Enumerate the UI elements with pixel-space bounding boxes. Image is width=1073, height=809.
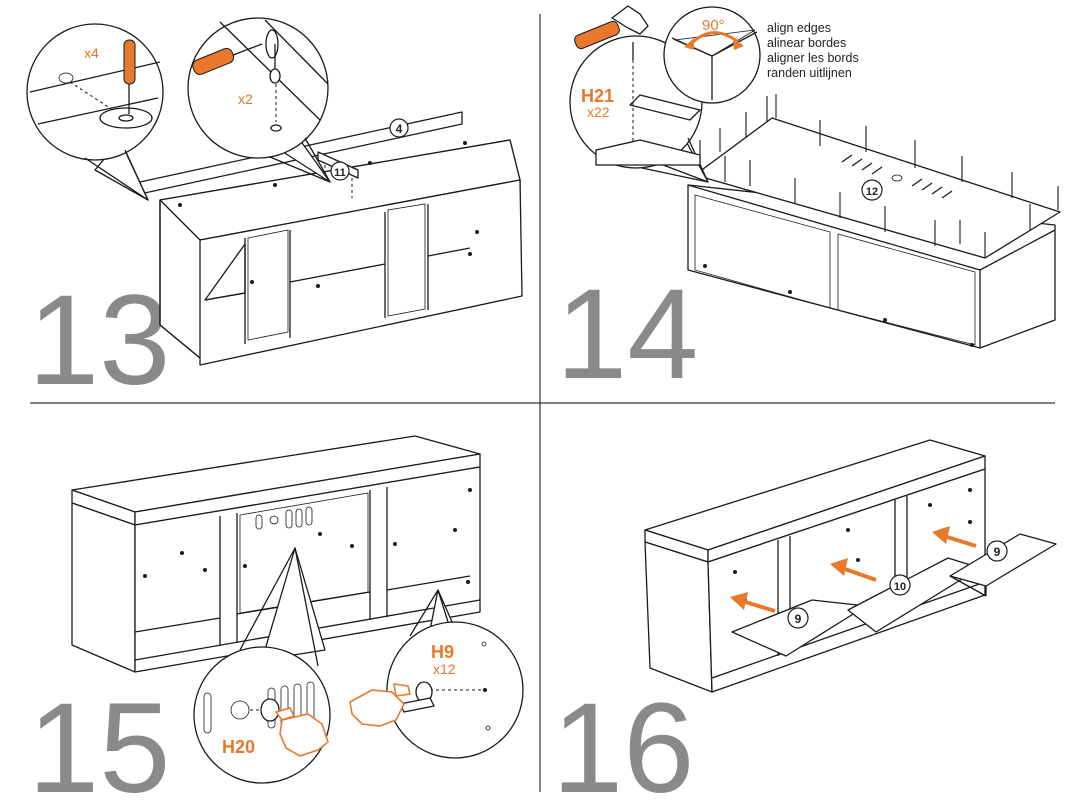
screwdriver-icon [123,39,136,114]
step-13-panel: 13 [26,17,523,412]
svg-text:9: 9 [994,545,1001,559]
part-label-9-right: 9 [986,540,1008,562]
part-label-10: 10 [889,574,911,596]
note-align-edges-nl: randen uitlijnen [767,66,852,80]
hand-icon [274,707,329,757]
angle-label: 90° [702,17,725,34]
step-13-callout-screws: x4 [26,23,164,201]
hardware-qty-x22: x22 [587,104,610,120]
step-14-panel: 14 [556,5,1061,406]
note-align-edges-en: align edges [767,21,831,35]
part-label-12: 12 [861,179,883,201]
arrow-icon [830,558,877,582]
step-15-cabinet [71,435,481,673]
step-13-number: 13 [28,269,170,412]
step-15-callout-h9: H9 x12 [349,589,524,759]
arrow-icon [730,592,776,613]
svg-text:11: 11 [334,167,346,179]
part-label-11: 11 [330,161,350,181]
svg-text:9: 9 [795,612,802,626]
step-13-callout-cams: x2 [187,17,331,183]
callout-qty-x2: x2 [238,91,253,107]
svg-text:4: 4 [396,122,403,136]
note-align-edges-fr: aligner les bords [767,51,859,65]
step-15-number: 15 [28,677,170,809]
hand-icon [349,683,411,727]
part-label-4: 4 [389,118,409,138]
step-14-cabinet [687,94,1061,349]
nails [699,94,1059,258]
step-13-cabinet [139,111,523,366]
hardware-qty-x12: x12 [433,661,456,677]
note-align-edges-es: alinear bordes [767,36,846,50]
svg-text:10: 10 [894,581,906,593]
svg-text:12: 12 [866,186,878,198]
step-15-panel: 15 [28,435,524,809]
arrow-icon [932,526,977,548]
part-label-9-left: 9 [787,607,809,629]
step-15-callout-h20: H20 [193,547,331,784]
back-panel-slots [841,154,953,199]
hinge-markers-15 [143,488,472,584]
callout-qty-x4: x4 [84,45,99,61]
step-16-panel: 16 [552,439,1057,809]
hardware-code-h9: H9 [431,642,454,662]
back-panel-slots-15 [255,506,313,530]
hardware-code-h20: H20 [222,737,255,757]
step-14-callout-angle: 90° [663,6,761,104]
shelf-support-bracket [399,681,435,713]
hammer-icon [574,5,649,50]
screwdriver-icon [192,43,263,75]
hardware-code-h21: H21 [581,86,614,106]
step-14-number: 14 [556,263,698,406]
step-16-number: 16 [552,677,694,809]
